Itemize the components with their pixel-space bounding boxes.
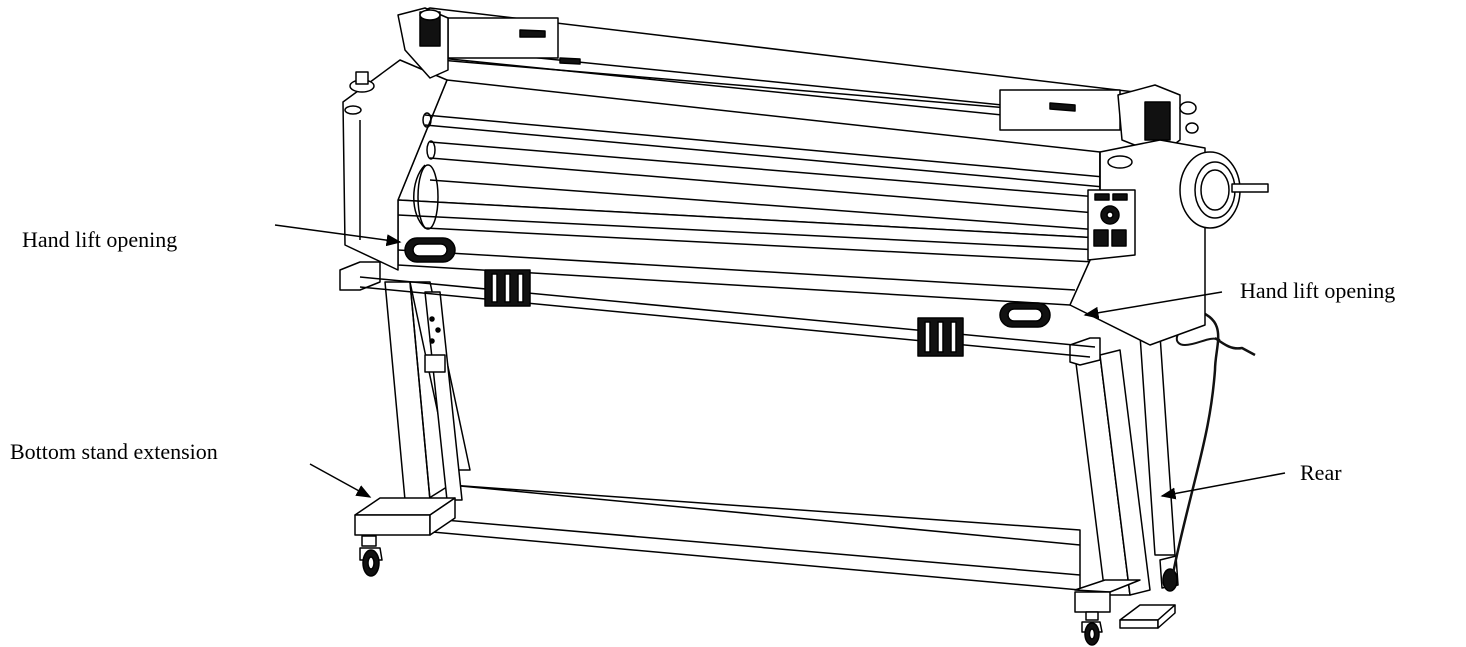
arrow-hand-lift-right bbox=[1083, 291, 1223, 319]
right-top-bracket bbox=[1117, 84, 1199, 156]
arrow-rear bbox=[1160, 472, 1286, 500]
arrow-hand-lift-left bbox=[274, 224, 402, 247]
arrow-bottom-stand bbox=[309, 463, 372, 498]
rollers bbox=[413, 112, 1116, 263]
label-rear: Rear bbox=[1300, 460, 1342, 485]
left-top-bracket bbox=[397, 7, 449, 79]
control-panel bbox=[1087, 189, 1136, 261]
right-knob bbox=[1107, 155, 1133, 169]
hand-lift-opening-left bbox=[404, 237, 456, 263]
left-front-leg bbox=[354, 281, 463, 536]
roll-chuck-left bbox=[484, 269, 531, 307]
drive-wheel bbox=[1179, 151, 1269, 229]
label-bottom-stand-extension: Bottom stand extension bbox=[10, 439, 218, 464]
bottom-crossbar bbox=[409, 484, 1081, 591]
left-caster bbox=[359, 535, 383, 577]
right-caster bbox=[1081, 611, 1103, 646]
right-front-leg bbox=[1074, 349, 1151, 613]
foot-pedal bbox=[1119, 604, 1176, 629]
left-side-panel bbox=[342, 59, 448, 271]
label-hand-lift-opening-left: Hand lift opening bbox=[22, 227, 178, 252]
laminator-machine bbox=[339, 7, 1269, 646]
callout-arrows bbox=[274, 224, 1286, 500]
label-hand-lift-opening-right: Hand lift opening bbox=[1240, 278, 1396, 303]
roll-chuck-right bbox=[917, 317, 964, 357]
hand-lift-opening-right bbox=[999, 302, 1051, 328]
unwind-shaft bbox=[339, 261, 1101, 366]
power-cord bbox=[1168, 308, 1256, 591]
